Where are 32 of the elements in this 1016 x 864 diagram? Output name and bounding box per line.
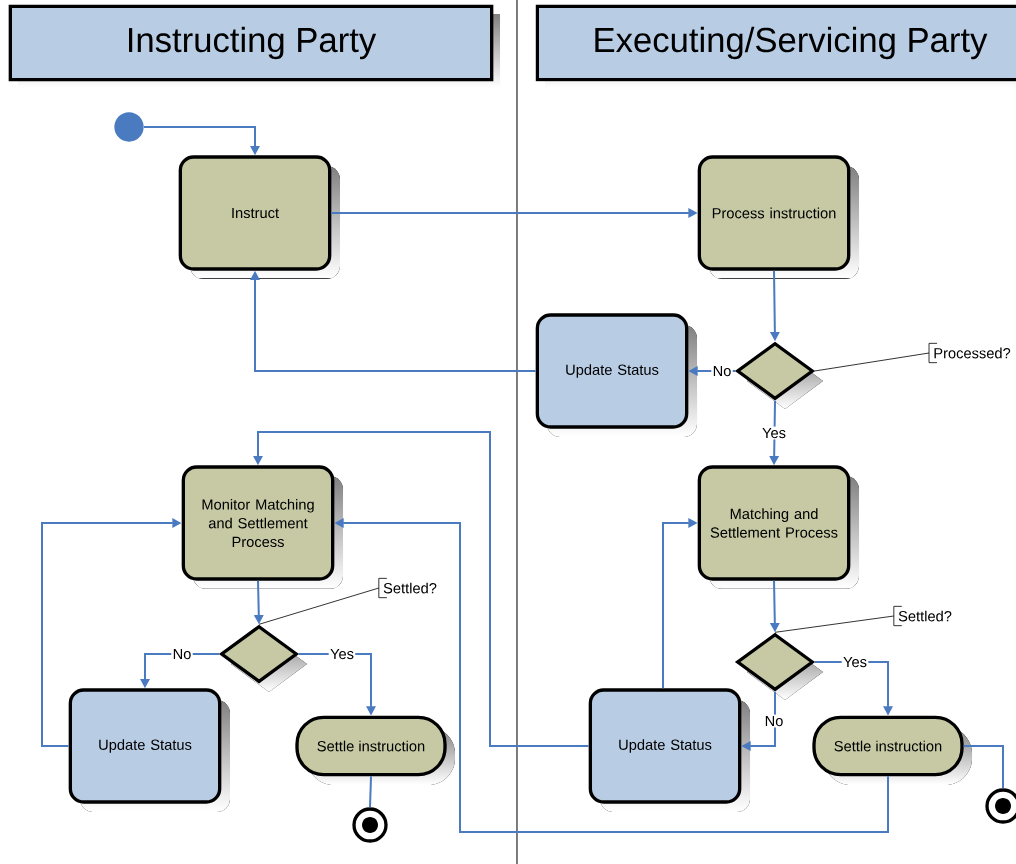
connector-line — [369, 775, 372, 809]
edge-label: No — [171, 647, 193, 661]
leader-line — [814, 352, 930, 372]
edge-label: No — [711, 364, 733, 378]
decision-diamond — [218, 624, 307, 692]
process-box: Matching and Settlement Process — [697, 465, 859, 589]
lane-header: Executing/Servicing Party — [535, 4, 1016, 88]
edge-label: No — [763, 714, 785, 728]
end-circle — [985, 788, 1016, 824]
process-box: Instruct — [178, 155, 340, 279]
leader-line — [258, 587, 380, 625]
process-box: Update Status — [588, 688, 750, 812]
terminal-box: Settle instruction — [295, 715, 455, 785]
leader-line — [774, 615, 895, 633]
terminal-box: Settle instruction — [812, 715, 972, 785]
start-circle — [114, 112, 144, 142]
lane-header: Instructing Party — [8, 4, 500, 88]
arrow — [253, 431, 590, 747]
process-box: Process instruction — [697, 155, 859, 279]
note-label: Settled? — [378, 577, 437, 599]
decision-diamond — [734, 632, 823, 700]
connector-line — [962, 745, 1004, 790]
process-box: Update Status — [68, 688, 230, 812]
edge-label: Yes — [760, 426, 788, 440]
note-label: Settled? — [893, 605, 952, 627]
process-box: Update Status — [535, 313, 697, 437]
process-box: Monitor Matching and Settlement Process — [181, 465, 343, 589]
note-label: Processed? — [928, 342, 1011, 364]
decision-diamond — [734, 341, 823, 409]
edge-label: Yes — [328, 647, 356, 661]
edge-label: Yes — [841, 655, 869, 669]
end-circle — [352, 807, 388, 843]
